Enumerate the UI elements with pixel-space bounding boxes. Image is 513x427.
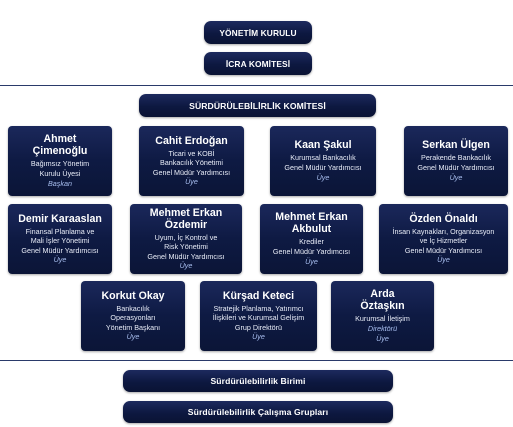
sustainability-unit-label: Sürdürülebilirlik Birimi [210,376,306,386]
member-title: Genel Müdür Yardımcısı [404,245,483,255]
sustainability-committee-box: SÜRDÜRÜLEBİLİRLİK KOMİTESİ [139,94,376,117]
member-title: ve İç Hizmetler [419,236,468,246]
member-card-8: Özden Önaldı İnsan Kaynakları, Organizas… [379,204,508,274]
member-name: Mehmet Erkan [275,211,348,224]
member-title: Genel Müdür Yardımcısı [147,251,225,261]
member-title: Yönetim Başkanı [105,322,161,332]
member-role: Üye [449,172,463,182]
member-title: Genel Müdür Yardımcısı [152,167,231,177]
divider-bottom [0,360,513,361]
member-card-10: Kürşad Keteci Stratejik Planlama, Yatırı… [200,281,317,351]
member-name: Demir Karaaslan [18,212,102,225]
board-label: YÖNETİM KURULU [219,27,297,38]
member-role: Üye [53,255,67,265]
member-name: Mehmet Erkan Özdemir [149,206,223,231]
member-role: Üye [126,332,140,342]
member-role: Üye [437,255,450,265]
sustainability-unit-box: Sürdürülebilirlik Birimi [123,370,393,392]
member-title: İnsan Kaynakları, Organizasyon [392,226,495,236]
member-role: Üye [185,177,198,187]
member-card-2: Cahit Erdoğan Ticari ve KOBİ Bankacılık … [139,126,244,196]
member-role: Üye [316,172,330,182]
member-title: Finansal Planlama ve [25,226,95,236]
member-title: Kurumsal Bankacılık [290,153,356,163]
member-role: Başkan [48,178,72,188]
member-title: Genel Müdür Yardımcısı [272,247,351,256]
member-title: Bankacılık [116,303,150,313]
member-role: Üye [252,332,265,342]
member-name: Cahit Erdoğan [155,134,228,147]
member-card-3: Kaan Şakul Kurumsal Bankacılık Genel Müd… [270,126,376,196]
member-title: Genel Müdür Yardımcısı [284,163,362,172]
member-title: Grup Direktörü [234,322,283,332]
member-title: Bankacılık Yönetimi [160,158,223,168]
member-name: Ahmet [43,133,77,146]
member-name: Öztaşkın [360,300,405,313]
board-box: YÖNETİM KURULU [204,21,312,44]
member-name: Korkut Okay [101,289,165,302]
divider-top [0,85,513,86]
member-title: Kurulu Üyesi [39,169,81,178]
member-name: Arda [370,288,395,301]
executive-committee-box: İCRA KOMİTESİ [204,52,312,75]
member-name: Kürşad Keteci [222,289,295,302]
member-title: Operasyonları [110,313,156,323]
member-name: Çimenoğlu [32,145,88,158]
member-title: Genel Müdür Yardımcısı [417,163,495,172]
executive-committee-label: İCRA KOMİTESİ [225,58,291,69]
member-card-4: Serkan Ülgen Perakende Bankacılık Genel … [404,126,508,196]
member-title: Genel Müdür Yardımcısı [21,245,99,255]
member-name: Akbulut [291,223,332,236]
member-title: Bağımsız Yönetim [30,159,90,169]
member-name: Kaan Şakul [294,139,352,152]
member-role: Direktörü [367,323,398,333]
working-groups-box: Sürdürülebilirlik Çalışma Grupları [123,401,393,423]
member-card-5: Demir Karaaslan Finansal Planlama ve Mal… [8,204,112,274]
member-title: Uyum, İç Kontrol ve [154,232,218,242]
member-name: Serkan Ülgen [422,139,490,152]
member-role: Üye [305,256,318,266]
member-title: Kurumsal İletişim [355,314,410,324]
working-groups-label: Sürdürülebilirlik Çalışma Grupları [187,407,329,417]
sustainability-committee-label: SÜRDÜRÜLEBİLİRLİK KOMİTESİ [189,100,326,111]
member-role: Üye [179,261,193,271]
member-title: Risk Yönetimi [164,242,208,252]
member-title: Stratejik Planlama, Yatırımcı [213,303,304,313]
member-title: Perakende Bankacılık [421,153,491,163]
member-title: İlişkileri ve Kurumsal Gelişim [212,313,305,323]
member-title: Ticari ve KOBİ [168,148,215,158]
member-title: Mali İşler Yönetimi [30,236,90,246]
member-card-9: Korkut Okay Bankacılık Operasyonları Yön… [81,281,185,351]
member-title: Krediler [299,237,324,247]
member-role: Üye [376,333,389,343]
member-card-6: Mehmet Erkan Özdemir Uyum, İç Kontrol ve… [130,204,242,274]
member-name: Özden Önaldı [409,212,478,225]
